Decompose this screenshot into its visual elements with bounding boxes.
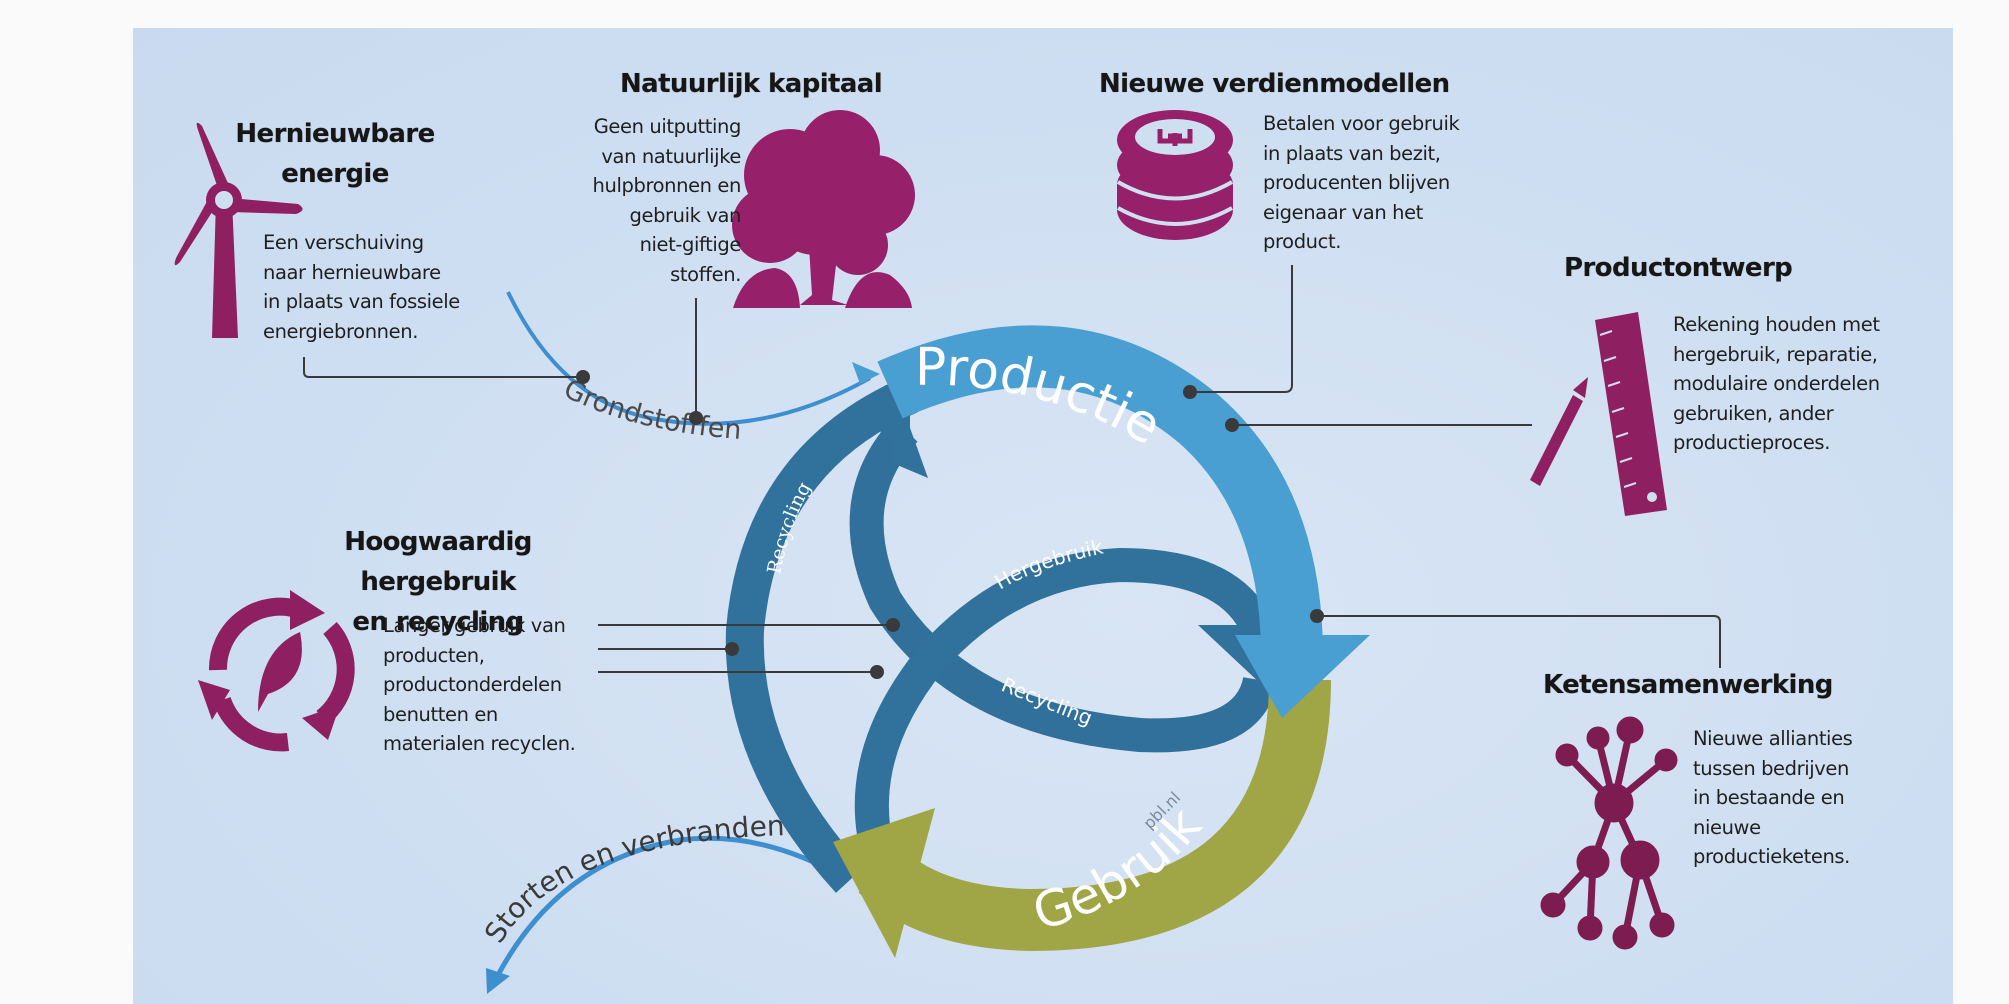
dot-reuse-1 (886, 618, 900, 632)
raw-materials-flow (506, 291, 871, 426)
connector-dots (576, 370, 1324, 679)
product-design-title: Productontwerp (1564, 253, 1793, 283)
landfill-label: Storten en verbranden (478, 809, 785, 949)
landfill-flow (495, 835, 845, 977)
revenue-models-title: Nieuwe verdienmodellen (1099, 69, 1450, 99)
circular-economy-diagram: Productie Gebruik Grondstofffen Storten … (174, 110, 1721, 994)
infographic-panel: Productie Gebruik Grondstofffen Storten … (133, 28, 1953, 1004)
production-arrow (877, 325, 1323, 651)
connector-lines (303, 265, 1721, 673)
dot-chain (1310, 609, 1324, 623)
dot-energy (576, 370, 590, 384)
dot-design (1225, 418, 1239, 432)
reuse-arrow (854, 547, 1279, 865)
chain-cooperation-title: Ketensamenwerking (1543, 670, 1833, 700)
connector-energy (303, 357, 583, 378)
production-arrowhead (1235, 635, 1370, 718)
tree-icon (732, 110, 915, 308)
recycle-leaf-icon (198, 590, 355, 752)
use-arrowhead (833, 808, 935, 958)
dot-natural-capital (689, 411, 703, 425)
raw-materials-label: Grondstofffen (559, 373, 743, 446)
outer-recycling-arrow (725, 377, 918, 893)
inner-recycling-arrow (849, 418, 1277, 753)
wind-turbine-icon (174, 122, 303, 338)
reuse-recycling-title: Hoogwaardig hergebruik en recycling (344, 527, 532, 637)
natural-capital-title: Natuurlijk kapitaal (620, 69, 883, 99)
dot-reuse-2 (725, 642, 739, 656)
dot-revenue (1183, 385, 1197, 399)
ruler-pencil-icon (1530, 312, 1667, 516)
euro-coins-icon (1116, 110, 1234, 240)
connector-chain (1316, 615, 1721, 668)
energy-title: Hernieuwbare energie (235, 119, 435, 189)
connector-revenue (1188, 265, 1293, 393)
raw-materials-arrowhead (852, 362, 880, 384)
dot-reuse-3 (870, 665, 884, 679)
landfill-arrowhead (486, 968, 510, 994)
network-icon (1540, 716, 1678, 950)
use-arrow (858, 679, 1331, 952)
